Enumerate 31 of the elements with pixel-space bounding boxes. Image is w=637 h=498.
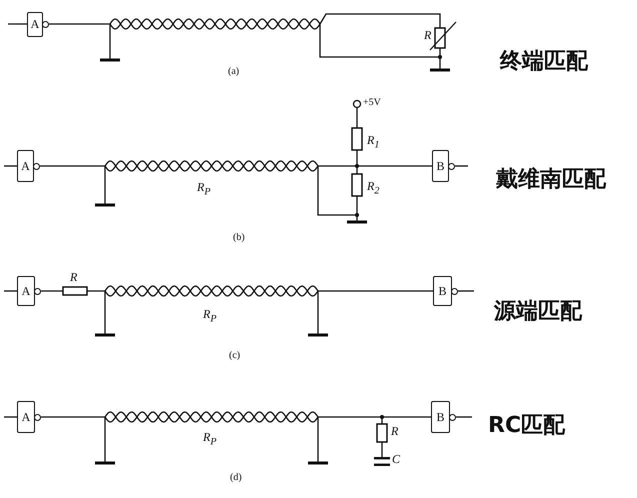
figure-caption: +5V — [363, 97, 381, 108]
capacitor-symbol — [372, 457, 392, 466]
figure-caption: (b) — [233, 232, 245, 243]
wire — [40, 160, 432, 172]
title-text: RC匹配 — [488, 412, 566, 440]
component-label: R$_{1}$ — [367, 133, 380, 150]
resistor-symbol — [62, 286, 88, 296]
figure-caption: (d) — [230, 472, 242, 483]
title-text: 终端匹配 — [500, 48, 588, 76]
figure-caption: (c) — [229, 350, 240, 361]
resistor-symbol — [376, 423, 388, 443]
resistor-symbol — [351, 173, 363, 197]
component-label: R$_{P}$ — [203, 430, 216, 448]
title-text: 戴维南匹配 — [496, 166, 606, 194]
component-label: R — [391, 424, 398, 439]
component-label: R$_{P}$ — [197, 180, 210, 198]
component-label: C — [392, 452, 400, 467]
variable-resistor-symbol — [430, 22, 456, 50]
figure-caption: (a) — [228, 66, 240, 77]
resistor-symbol — [351, 127, 363, 151]
wire — [41, 411, 431, 423]
wire — [356, 150, 358, 174]
component-label: R$_{P}$ — [203, 307, 216, 324]
wire — [49, 13, 441, 30]
wire — [87, 285, 433, 297]
component-label: R — [424, 28, 432, 43]
wire — [381, 442, 383, 457]
component-label: R — [70, 270, 78, 285]
title-text: 源端匹配 — [494, 298, 582, 326]
wire — [41, 290, 63, 292]
component-label: R$_{2}$ — [367, 179, 380, 196]
